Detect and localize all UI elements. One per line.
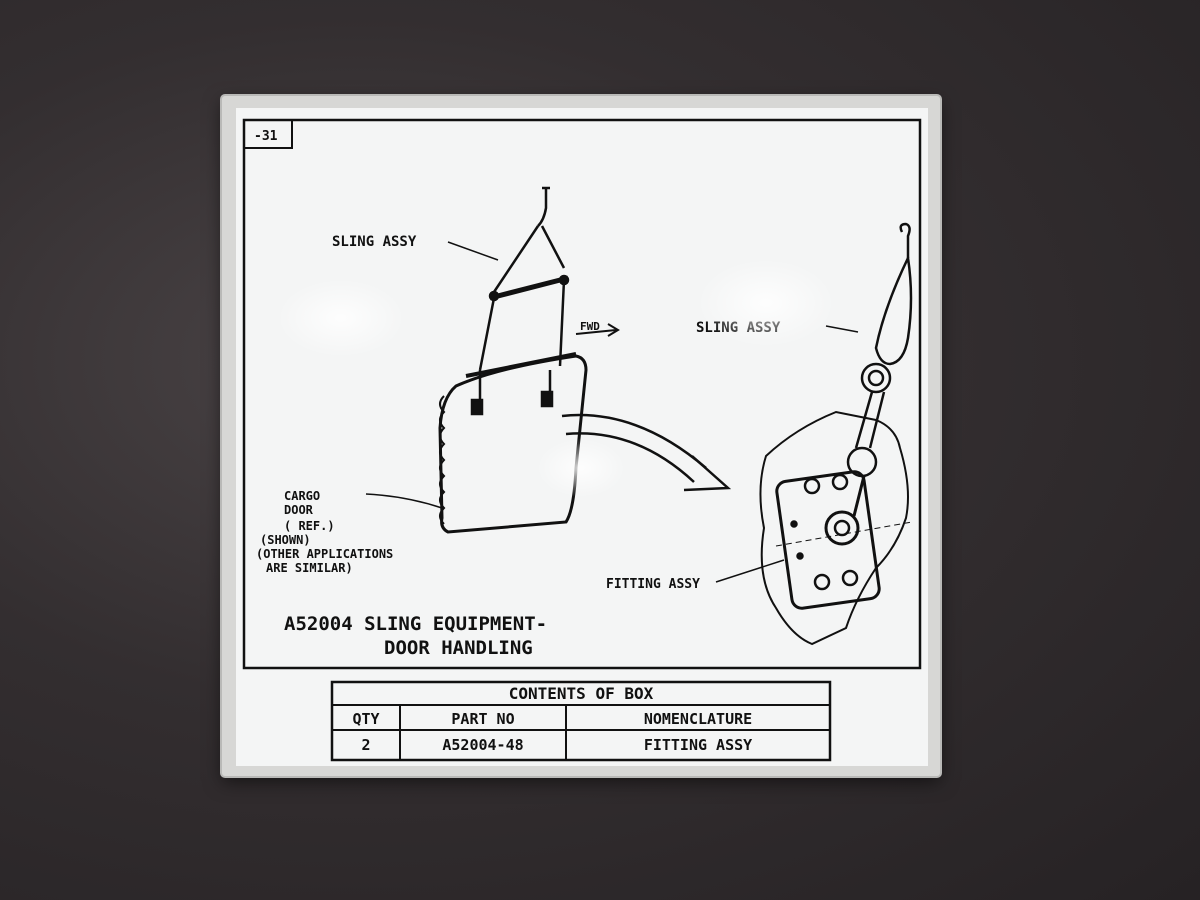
label-fwd: FWD: [580, 320, 600, 333]
sheet-number: -31: [254, 129, 278, 144]
label-cargo-door-2: DOOR: [284, 503, 314, 517]
label-sling-assy-right: SLING ASSY: [696, 320, 781, 336]
header-nomenclature: NOMENCLATURE: [644, 710, 752, 728]
label-sling-assy-left: SLING ASSY: [332, 234, 417, 250]
sling-assy-leader: [447, 241, 499, 261]
header-part-no: PART NO: [451, 710, 514, 728]
cell-part-no: A52004-48: [442, 736, 523, 754]
technical-drawing: -31: [242, 118, 922, 762]
drawing-title-line-1: A52004 SLING EQUIPMENT-: [284, 613, 547, 635]
instruction-card: -31: [236, 108, 928, 766]
label-cargo-door-5: (OTHER APPLICATIONS: [256, 547, 393, 561]
fitting-detail-illustration: [715, 222, 913, 646]
cargo-door-leader: [365, 493, 443, 509]
contents-table-title: CONTENTS OF BOX: [509, 684, 654, 703]
label-cargo-door-1: CARGO: [284, 489, 320, 503]
label-fitting-assy: FITTING ASSY: [606, 577, 700, 592]
sheet-number-box: [243, 119, 293, 149]
label-cargo-door-6: ARE SIMILAR): [266, 561, 353, 575]
contents-table: CONTENTS OF BOX QTY PART NO NOMENCLATURE…: [330, 680, 832, 762]
label-cargo-door-3: ( REF.): [284, 519, 335, 533]
cell-qty: 2: [361, 736, 370, 754]
drawing-title-line-2: DOOR HANDLING: [384, 637, 533, 659]
label-cargo-door-4: (SHOWN): [260, 533, 311, 547]
drawing-frame: [242, 118, 922, 670]
header-qty: QTY: [352, 710, 379, 728]
cell-nomenclature: FITTING ASSY: [644, 736, 752, 754]
sling-door-illustration: [438, 186, 732, 534]
